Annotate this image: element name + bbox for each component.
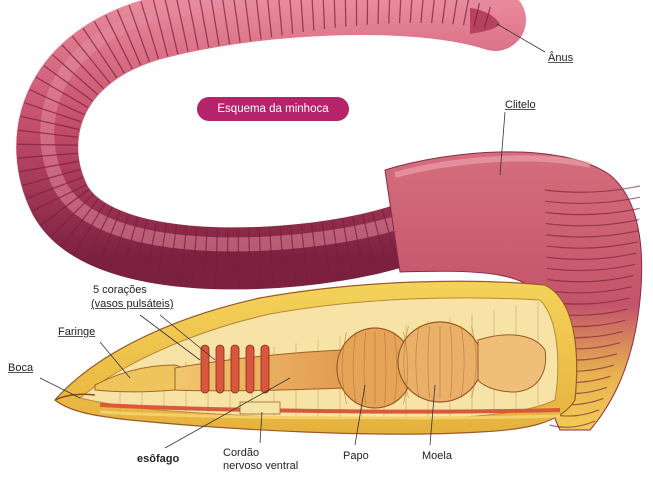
leader-lines	[39, 23, 546, 449]
label-nerve-cord-line2: nervoso ventral	[223, 460, 299, 472]
label-esophagus: esôfago	[137, 453, 180, 465]
label-anus: Ânus	[548, 52, 574, 64]
label-hearts-line1: 5 corações	[93, 284, 147, 296]
body-segment-rings	[17, 0, 492, 289]
label-nerve-cord-line1: Cordão	[223, 447, 260, 459]
intestine	[477, 334, 547, 393]
label-crop: Papo	[343, 450, 369, 462]
hearts	[200, 344, 270, 394]
gut-texture	[341, 325, 477, 405]
label-hearts-line2: (vasos pulsáteis)	[91, 298, 174, 310]
label-clitellum: Clitelo	[505, 99, 536, 111]
clitellum-region	[384, 151, 643, 431]
label-mouth: Boca	[8, 362, 34, 374]
worm-tail-segment	[16, 0, 526, 290]
label-gizzard: Moela	[422, 450, 452, 462]
ventral-nerve-cord	[99, 403, 561, 414]
diagram-title: Esquema da minhoca	[197, 97, 349, 121]
label-pharynx: Faringe	[58, 326, 96, 338]
